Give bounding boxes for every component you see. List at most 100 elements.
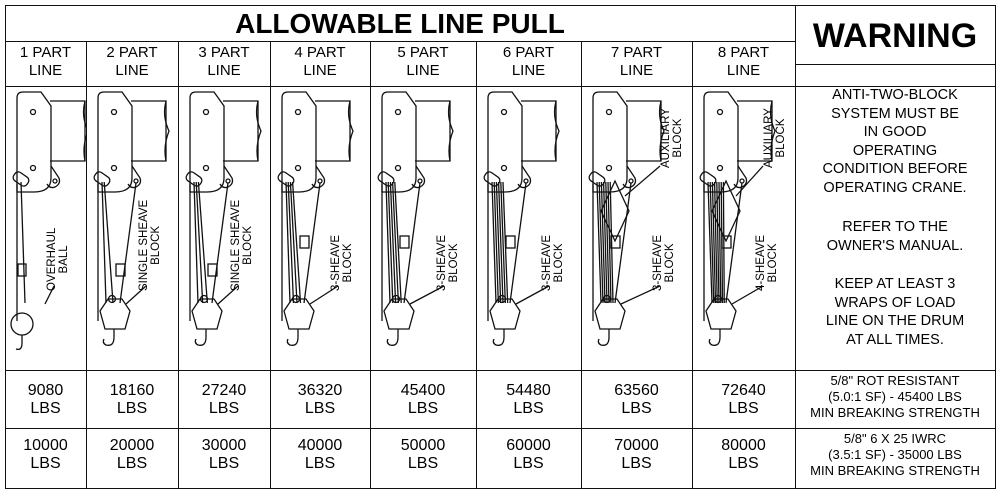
header-line: 8 PART bbox=[717, 44, 770, 61]
spec-line: (5.0:1 SF) - 45400 LBS bbox=[828, 389, 962, 404]
value-line: 45400 bbox=[400, 382, 446, 399]
header-line: 2 PART bbox=[106, 44, 158, 61]
label-line: BLOCK bbox=[553, 243, 565, 283]
value-line: LBS bbox=[621, 455, 652, 472]
boom-head bbox=[381, 91, 417, 193]
value-line: LBS bbox=[208, 455, 240, 472]
boom-head bbox=[97, 91, 133, 193]
label-line: OVERHAUL bbox=[46, 227, 58, 291]
boom-head bbox=[592, 91, 628, 193]
rigging-diagram bbox=[483, 91, 560, 346]
hook-block bbox=[191, 298, 223, 330]
value-line: LBS bbox=[407, 455, 439, 472]
value-line: 9080 bbox=[27, 382, 64, 399]
value-line: LBS bbox=[513, 455, 544, 472]
label-line: BLOCK bbox=[672, 118, 684, 158]
grid-line bbox=[5, 370, 996, 371]
value-line: LBS bbox=[513, 400, 544, 417]
grid-line bbox=[370, 41, 371, 489]
note-line: AT ALL TIMES. bbox=[846, 331, 944, 348]
spec-line: 5/8" ROT RESISTANT bbox=[830, 373, 960, 388]
hook bbox=[386, 329, 399, 346]
hook-block bbox=[489, 298, 521, 330]
spec-line: MIN BREAKING STRENGTH bbox=[810, 405, 980, 420]
value-line: LBS bbox=[304, 455, 336, 472]
label-line: SINGLE SHEAVE bbox=[230, 199, 242, 291]
auxiliary-block bbox=[711, 179, 741, 243]
rope-clamp bbox=[610, 235, 621, 249]
label-line: SINGLE SHEAVE bbox=[138, 199, 150, 291]
grid-line bbox=[5, 428, 996, 429]
value-line: LBS bbox=[116, 455, 148, 472]
value-line: 18160 bbox=[109, 382, 155, 399]
note-line: WRAPS OF LOAD bbox=[834, 294, 956, 311]
value-line: LBS bbox=[208, 400, 240, 417]
label-line: 3-SHEAVE bbox=[330, 234, 342, 291]
value-line: 54480 bbox=[506, 382, 551, 399]
value-line: 30000 bbox=[201, 437, 247, 454]
value-line: LBS bbox=[116, 400, 148, 417]
grid-line bbox=[795, 5, 796, 489]
overhaul-ball bbox=[10, 312, 34, 336]
value-line: 10000 bbox=[23, 437, 68, 454]
value-line: LBS bbox=[621, 400, 652, 417]
outer-border bbox=[5, 5, 996, 489]
rope-clamp bbox=[399, 235, 410, 249]
header-line: LINE bbox=[619, 62, 654, 79]
header-line: LINE bbox=[207, 62, 241, 79]
header-line: LINE bbox=[406, 62, 440, 79]
label-line: BLOCK bbox=[664, 243, 676, 283]
rigging-diagram bbox=[93, 91, 170, 346]
value-line: 80000 bbox=[721, 437, 766, 454]
value-line: LBS bbox=[728, 455, 759, 472]
value-line: 72640 bbox=[721, 382, 766, 399]
grid-line bbox=[5, 86, 996, 87]
spec-rot-resistant: 5/8" ROT RESISTANT (5.0:1 SF) - 45400 LB… bbox=[795, 373, 995, 421]
value-line: 40000 bbox=[297, 437, 343, 454]
spec-line: MIN BREAKING STRENGTH bbox=[810, 463, 980, 478]
value-line: 27240 bbox=[201, 382, 247, 399]
rope-clamp bbox=[299, 235, 310, 249]
value-line: LBS bbox=[30, 455, 61, 472]
label-line: BLOCK bbox=[767, 243, 779, 283]
warning-note-wraps: KEEP AT LEAST 3 WRAPS OF LOAD LINE ON TH… bbox=[795, 275, 995, 349]
grid-line bbox=[795, 64, 996, 65]
rigging-diagram bbox=[377, 91, 454, 346]
rigging-diagram bbox=[10, 91, 86, 351]
grid-line bbox=[178, 41, 179, 489]
rigging-diagram bbox=[185, 91, 262, 346]
header-line: LINE bbox=[726, 62, 761, 79]
boom-head bbox=[281, 91, 317, 193]
warning-note-anti-two-block: ANTI-TWO-BLOCK SYSTEM MUST BE IN GOOD OP… bbox=[795, 86, 995, 197]
label-line: 3-SHEAVE bbox=[541, 234, 553, 291]
spec-line: 5/8" 6 X 25 IWRC bbox=[843, 431, 947, 446]
label-line: BALL bbox=[58, 245, 70, 274]
note-line: OPERATING CRANE. bbox=[823, 179, 967, 196]
header-line: LINE bbox=[28, 62, 63, 79]
auxiliary-block bbox=[600, 179, 630, 243]
rope-clamp bbox=[505, 235, 516, 249]
